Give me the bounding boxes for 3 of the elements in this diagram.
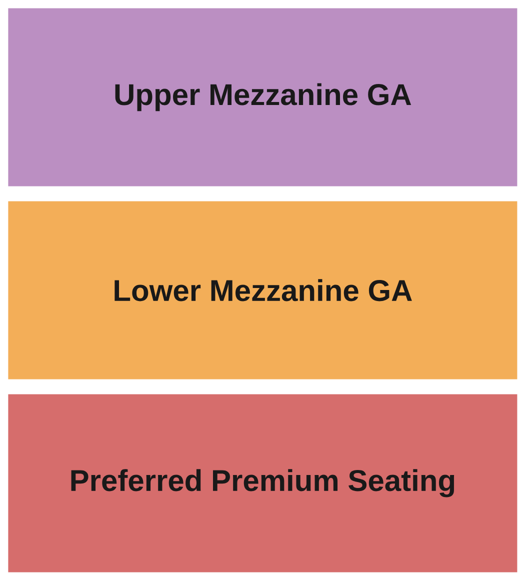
seating-section: Lower Mezzanine GA <box>8 201 518 380</box>
seating-section: Upper Mezzanine GA <box>8 8 518 186</box>
seating-section: Preferred Premium Seating <box>8 394 518 572</box>
